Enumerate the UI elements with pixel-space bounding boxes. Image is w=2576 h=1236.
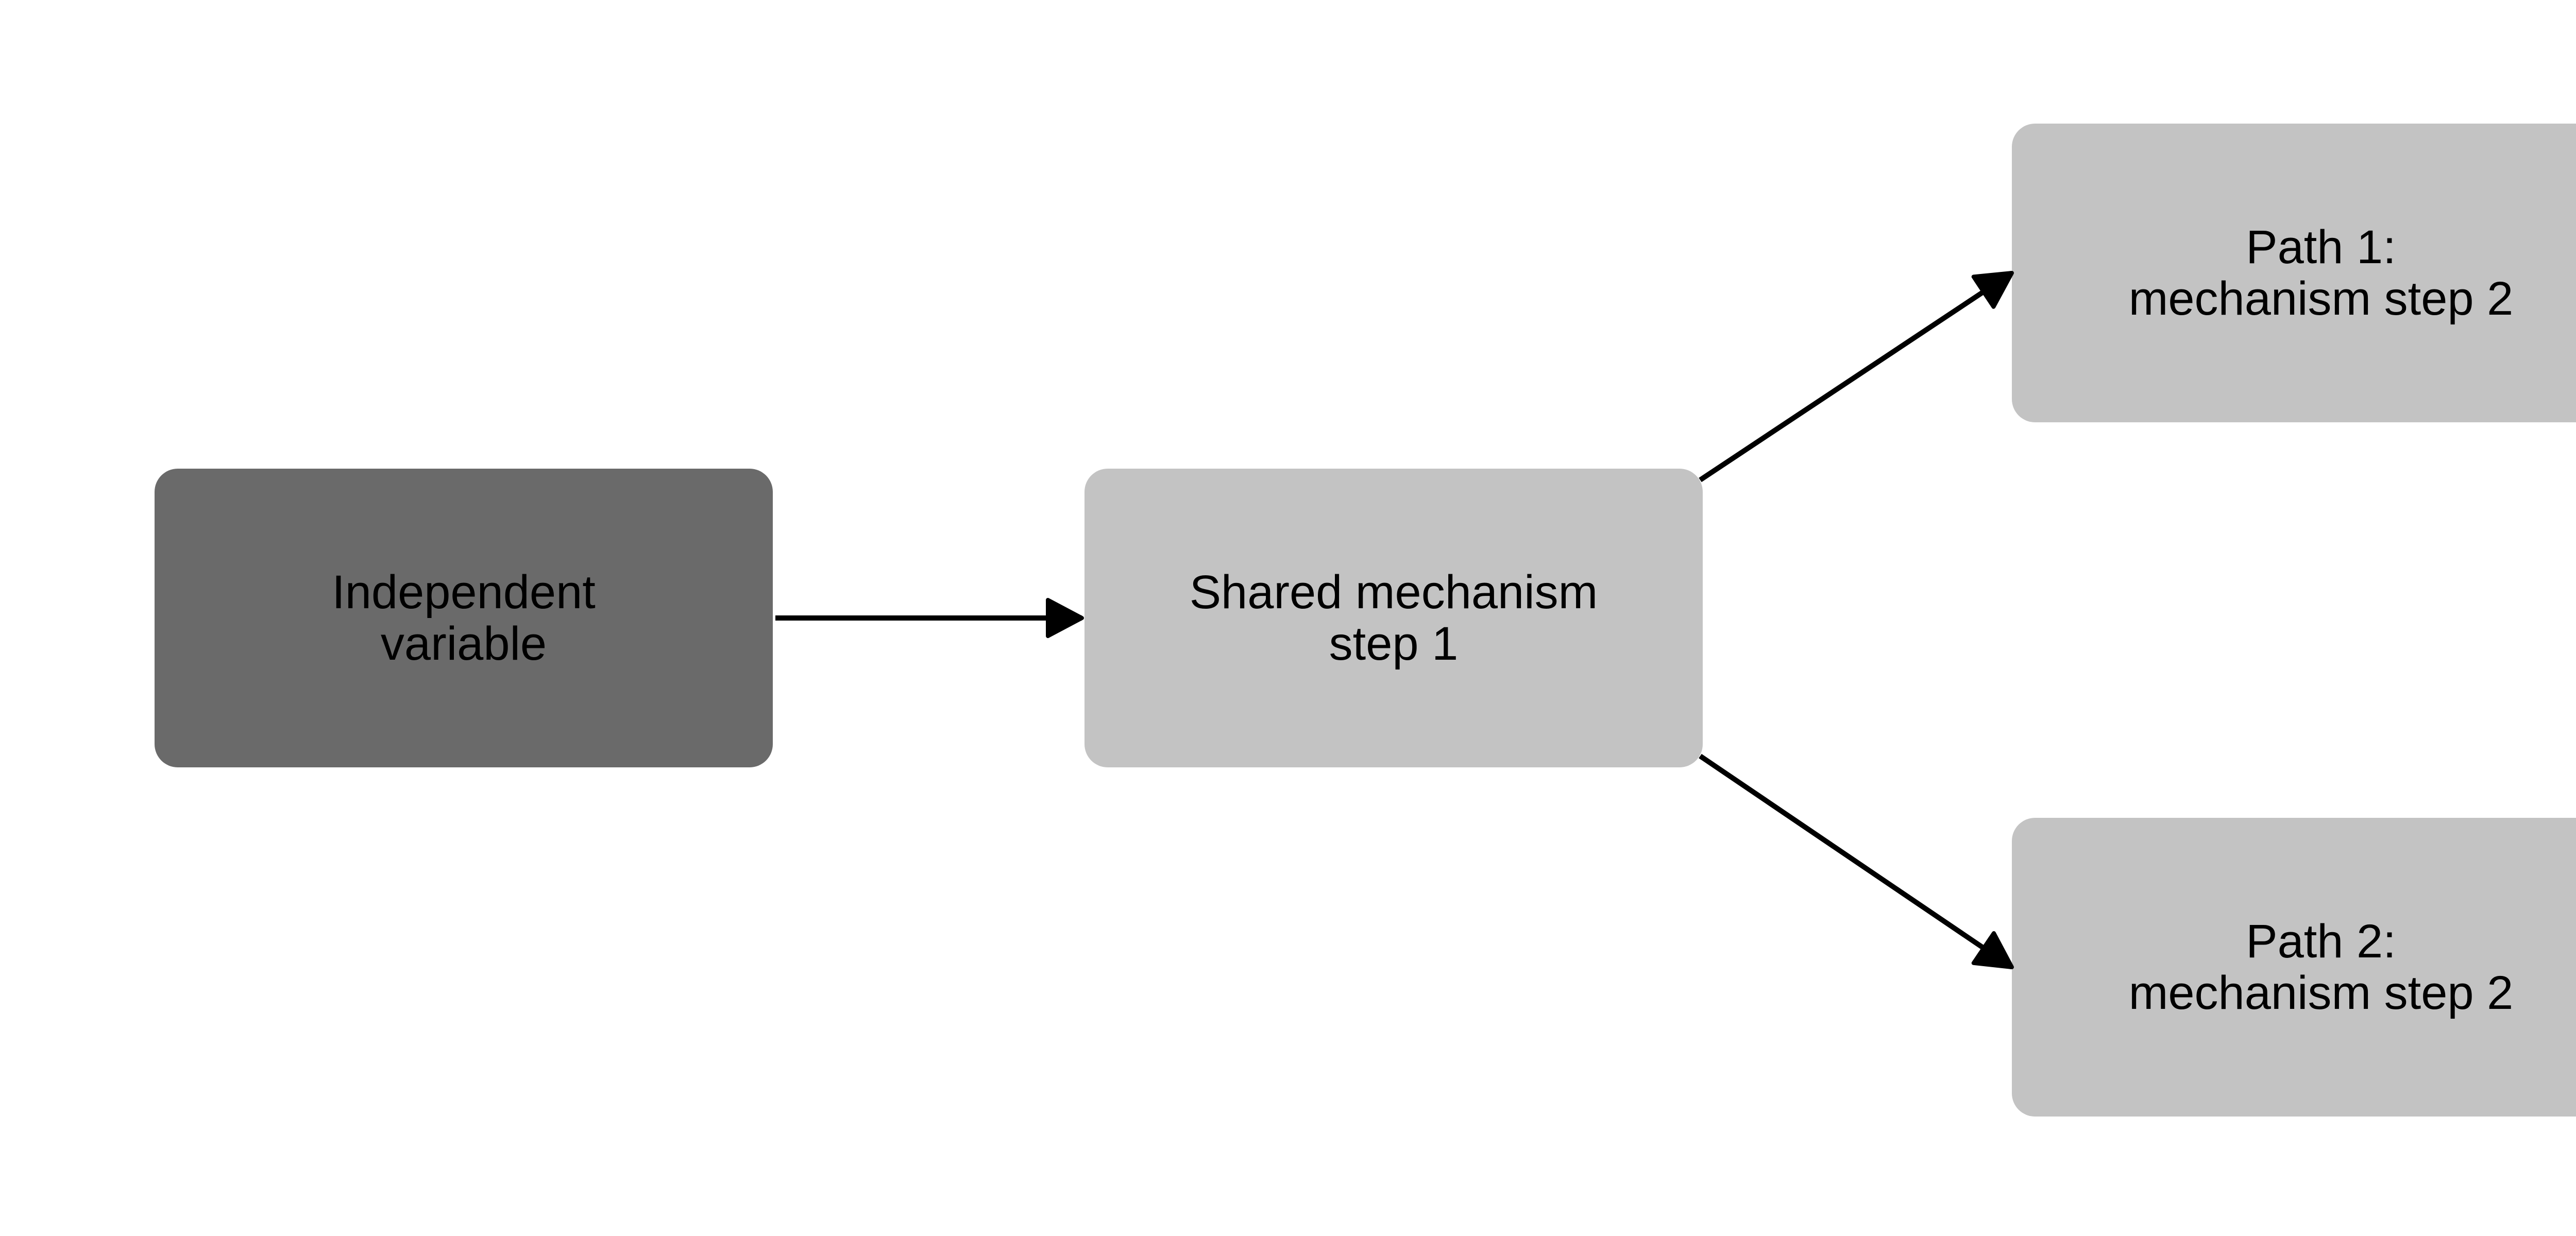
node-independent-variable: Independent variable: [155, 469, 773, 767]
edge-shared-to-path1: [1699, 270, 2014, 483]
node-shared-mechanism-step-1: Shared mechanism step 1: [1084, 469, 1703, 767]
node-path-1-mechanism-step-2: Path 1: mechanism step 2: [2012, 124, 2576, 422]
node-independent-variable-label: Independent variable: [332, 566, 596, 670]
node-path-1-mechanism-step-2-label: Path 1: mechanism step 2: [2128, 221, 2514, 325]
node-shared-mechanism-step-1-label: Shared mechanism step 1: [1189, 566, 1598, 670]
node-path-2-mechanism-step-2-label: Path 2: mechanism step 2: [2128, 915, 2514, 1019]
edge-shared-to-path2: [1699, 753, 2014, 970]
node-path-2-mechanism-step-2: Path 2: mechanism step 2: [2012, 818, 2576, 1117]
